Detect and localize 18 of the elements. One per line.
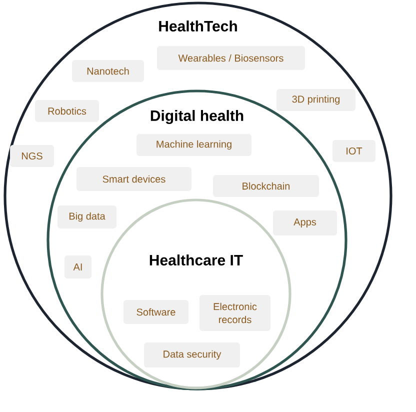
term-box: Wearables / Biosensors <box>157 46 305 70</box>
term-box: Software <box>124 300 188 324</box>
circle-title: HealthTech <box>159 20 237 32</box>
term-box: Nanotech <box>72 60 144 82</box>
term-box: Apps <box>273 210 337 236</box>
term-box: Blockchain <box>213 175 319 197</box>
circle-title: Healthcare IT <box>150 254 243 266</box>
term-box: Big data <box>58 206 116 228</box>
term-box: Data security <box>144 342 240 368</box>
term-box: NGS <box>10 145 54 167</box>
term-box: AI <box>64 256 92 278</box>
term-box: Electronic records <box>200 294 270 331</box>
term-box: Machine learning <box>136 134 252 156</box>
term-box: 3D printing <box>276 89 356 111</box>
term-box: Robotics <box>35 100 99 122</box>
term-box: Smart devices <box>76 167 192 191</box>
term-box: IOT <box>332 140 376 162</box>
circle-title: Digital health <box>150 110 244 124</box>
